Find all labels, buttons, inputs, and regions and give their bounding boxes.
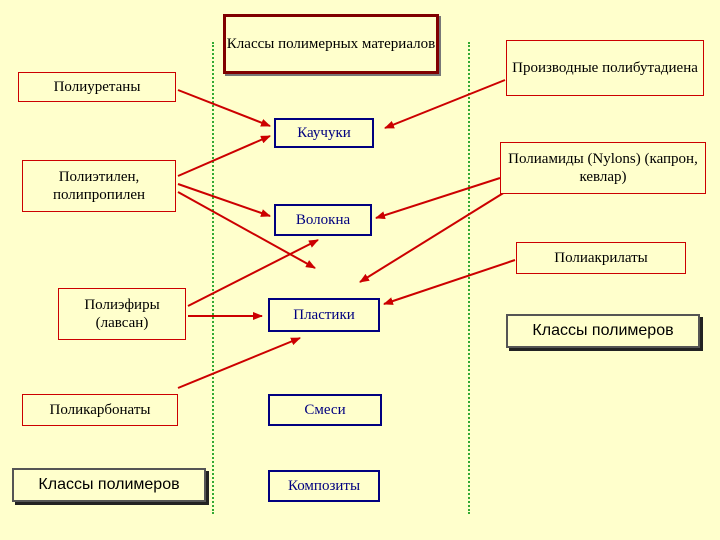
- class-composites: Композиты: [268, 470, 380, 502]
- class-label: Композиты: [287, 478, 361, 494]
- arrow-polyacrylates-plastics: [383, 259, 516, 305]
- source-polyacrylates: Полиакрилаты: [516, 242, 686, 274]
- arrow-polyesters-fibers: [187, 239, 319, 307]
- class-rubbers: Каучуки: [274, 118, 374, 148]
- class-label: Смеси: [304, 402, 346, 418]
- divider-left: [212, 42, 214, 514]
- source-label: Производные полибутадиена: [512, 60, 698, 76]
- diagram-title-text: Классы полимерных материалов: [226, 36, 436, 52]
- class-plastics: Пластики: [268, 298, 380, 332]
- diagram-title: Классы полимерных материалов: [223, 14, 439, 74]
- source-label: Полиакрилаты: [554, 250, 648, 266]
- button-label: Классы полимеров: [38, 476, 180, 494]
- polymer-classes-button-right[interactable]: Классы полимеров: [506, 314, 700, 348]
- source-label: Поликарбонаты: [49, 402, 151, 418]
- source-label: Полиэтилен, полипропилен: [52, 169, 146, 203]
- source-polyethylene: Полиэтилен, полипропилен: [22, 160, 176, 212]
- button-label: Классы полимеров: [532, 322, 674, 340]
- source-polycarbonates: Поликарбонаты: [22, 394, 178, 426]
- source-label: Полиуретаны: [53, 79, 141, 95]
- divider-right: [468, 42, 470, 514]
- class-blends: Смеси: [268, 394, 382, 426]
- source-polyurethanes: Полиуретаны: [18, 72, 176, 102]
- arrow-polyamides-fibers: [375, 177, 501, 220]
- arrow-polyethylene-plastics: [177, 191, 316, 269]
- arrow-polybutadiene-rubbers: [384, 79, 506, 129]
- arrow-polycarbonates-plastics: [177, 337, 301, 389]
- class-fibers: Волокна: [274, 204, 372, 236]
- arrow-polyethylene-rubbers: [177, 135, 271, 177]
- source-label: Полиамиды (Nylons) (капрон, кевлар): [508, 151, 698, 185]
- class-label: Волокна: [295, 212, 351, 228]
- class-label: Каучуки: [297, 125, 351, 141]
- polymer-classes-button-left[interactable]: Классы полимеров: [12, 468, 206, 502]
- source-polyamides: Полиамиды (Nylons) (капрон, кевлар): [500, 142, 706, 194]
- source-label: Полиэфиры (лавсан): [84, 297, 160, 331]
- source-polyesters: Полиэфиры (лавсан): [58, 288, 186, 340]
- arrow-polyurethanes-rubbers: [177, 89, 271, 127]
- arrow-polyethylene-fibers: [177, 183, 271, 217]
- class-label: Пластики: [293, 307, 355, 323]
- arrow-polyamides-plastics: [359, 191, 506, 283]
- source-polybutadiene: Производные полибутадиена: [506, 40, 704, 96]
